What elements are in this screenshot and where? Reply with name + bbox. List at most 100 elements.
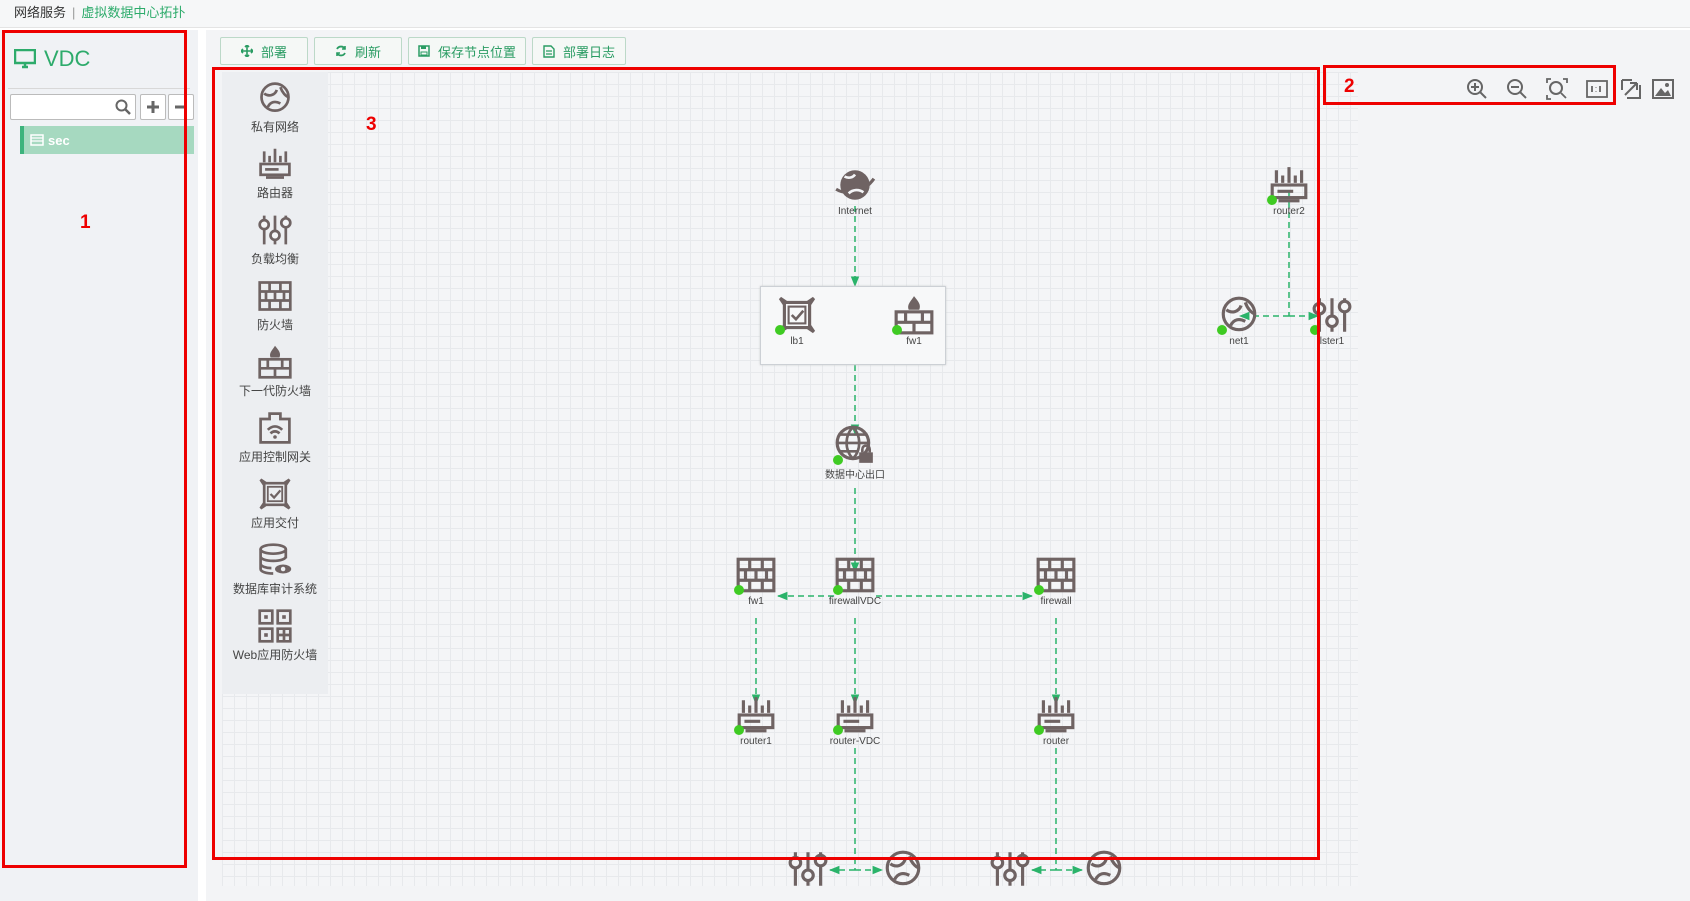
waf-icon bbox=[257, 608, 293, 644]
plus-icon bbox=[147, 101, 159, 113]
status-dot bbox=[1310, 325, 1320, 335]
breadcrumb-parent[interactable]: 网络服务 bbox=[14, 5, 67, 20]
breadcrumb-current: 虚拟数据中心拓扑 bbox=[81, 5, 186, 20]
node-fw1-group[interactable]: fw1 bbox=[874, 294, 954, 347]
tree-item-label: sec bbox=[48, 132, 70, 148]
node-dc-exit[interactable]: 数据中心出口 bbox=[815, 424, 895, 481]
annotation-number-1: 1 bbox=[80, 212, 91, 233]
palette-app-control-gateway[interactable]: 应用控制网关 bbox=[222, 410, 328, 465]
node-label: firewall bbox=[1040, 596, 1072, 607]
annotation-number-3: 3 bbox=[366, 114, 377, 135]
remove-button[interactable] bbox=[168, 94, 194, 120]
node-internet[interactable]: Internet bbox=[815, 164, 895, 217]
save-positions-label: 保存节点位置 bbox=[437, 44, 516, 60]
breadcrumb-separator: | bbox=[72, 5, 76, 20]
zoom-toolbar bbox=[1400, 68, 1682, 106]
palette-waf[interactable]: Web应用防火墙 bbox=[222, 608, 328, 663]
node-router-vdc[interactable]: router-VDC bbox=[815, 694, 895, 747]
node-label: lster1 bbox=[1319, 336, 1345, 347]
status-dot bbox=[1217, 325, 1227, 335]
fit-window-icon bbox=[1621, 79, 1641, 99]
node-lb1[interactable]: lb1 bbox=[757, 294, 837, 347]
node-firewallVDC[interactable]: firewallVDC bbox=[815, 554, 895, 607]
node-router2[interactable]: router2 bbox=[1249, 164, 1329, 217]
node-lster1[interactable]: lster1 bbox=[1292, 294, 1358, 347]
node-label: router bbox=[1042, 736, 1070, 747]
server-icon bbox=[30, 134, 44, 146]
deploy-button[interactable]: 部署 bbox=[220, 37, 308, 65]
node-net-bottom-right[interactable] bbox=[1064, 848, 1144, 886]
node-net-bottom-left[interactable] bbox=[863, 848, 943, 886]
palette-label: 负载均衡 bbox=[250, 252, 299, 266]
node-lb-bottom-right[interactable] bbox=[970, 848, 1050, 886]
tree-search-input[interactable] bbox=[11, 95, 111, 119]
search-icon[interactable] bbox=[115, 99, 131, 115]
node-firewall[interactable]: firewall bbox=[1016, 554, 1096, 607]
monitor-icon bbox=[14, 49, 36, 69]
node-net1[interactable]: net1 bbox=[1199, 294, 1279, 347]
deploy-label: 部署 bbox=[260, 44, 287, 60]
sidebar-title-text: VDC bbox=[44, 46, 91, 71]
node-label: router-VDC bbox=[829, 736, 881, 747]
refresh-icon bbox=[336, 45, 346, 57]
node-label: fw1 bbox=[748, 596, 764, 607]
annotation-number-2: 2 bbox=[1344, 76, 1355, 97]
sidebar-title: VDC bbox=[14, 46, 90, 72]
zoom-in-button[interactable] bbox=[1464, 76, 1490, 102]
export-image-button[interactable] bbox=[1650, 76, 1676, 102]
document-icon bbox=[543, 44, 555, 58]
private-network-icon bbox=[1083, 848, 1125, 886]
save-positions-button[interactable]: 保存节点位置 bbox=[408, 37, 526, 65]
firewall-icon bbox=[257, 278, 293, 314]
zoom-out-icon bbox=[1507, 79, 1527, 99]
actual-size-button[interactable] bbox=[1584, 76, 1610, 102]
save-icon bbox=[418, 45, 430, 57]
node-label: fw1 bbox=[906, 336, 922, 347]
node-palette: 私有网络 路由器 负载均衡 防火墙 下一代防火墙 应用控制网关 应用交付 数据库… bbox=[222, 72, 328, 694]
zoom-fit-icon bbox=[1546, 78, 1568, 100]
palette-router[interactable]: 路由器 bbox=[222, 146, 328, 201]
palette-label: 数据库审计系统 bbox=[232, 582, 317, 596]
load-balancer-icon bbox=[257, 212, 293, 248]
node-label: firewallVDC bbox=[828, 596, 882, 607]
status-dot bbox=[833, 585, 843, 595]
zoom-in-icon bbox=[1467, 79, 1487, 99]
app-control-gateway-icon bbox=[257, 410, 293, 446]
palette-private-network[interactable]: 私有网络 bbox=[222, 80, 328, 135]
palette-label: 防火墙 bbox=[256, 318, 293, 332]
palette-label: 私有网络 bbox=[250, 120, 299, 134]
node-lb-bottom-left[interactable] bbox=[768, 848, 848, 886]
db-audit-icon bbox=[257, 542, 293, 578]
deploy-log-button[interactable]: 部署日志 bbox=[532, 37, 626, 65]
ngfw-icon bbox=[257, 344, 293, 380]
add-button[interactable] bbox=[140, 94, 166, 120]
node-router1[interactable]: router1 bbox=[716, 694, 796, 747]
palette-db-audit[interactable]: 数据库审计系统 bbox=[222, 542, 328, 597]
palette-ngfw[interactable]: 下一代防火墙 bbox=[222, 344, 328, 399]
palette-firewall[interactable]: 防火墙 bbox=[222, 278, 328, 333]
palette-label: 路由器 bbox=[256, 186, 293, 200]
palette-load-balancer[interactable]: 负载均衡 bbox=[222, 212, 328, 267]
palette-app-delivery[interactable]: 应用交付 bbox=[222, 476, 328, 531]
refresh-button[interactable]: 刷新 bbox=[314, 37, 402, 65]
status-dot bbox=[734, 585, 744, 595]
status-dot bbox=[775, 325, 785, 335]
node-router[interactable]: router bbox=[1016, 694, 1096, 747]
load-balancer-icon bbox=[989, 848, 1031, 886]
sidebar-divider bbox=[8, 88, 190, 89]
minus-icon bbox=[175, 105, 187, 109]
zoom-out-button[interactable] bbox=[1504, 76, 1530, 102]
tree-search bbox=[10, 94, 136, 120]
sidebar: VDC sec bbox=[0, 30, 198, 901]
status-dot bbox=[1267, 195, 1277, 205]
private-network-icon bbox=[882, 848, 924, 886]
zoom-fit-button[interactable] bbox=[1544, 76, 1570, 102]
private-network-icon bbox=[257, 80, 293, 116]
tree-item-sec[interactable]: sec bbox=[20, 126, 194, 154]
app-delivery-icon bbox=[257, 476, 293, 512]
fit-window-button[interactable] bbox=[1618, 76, 1644, 102]
topology-canvas[interactable]: 私有网络 路由器 负载均衡 防火墙 下一代防火墙 应用控制网关 应用交付 数据库… bbox=[222, 72, 1358, 886]
node-fw1[interactable]: fw1 bbox=[716, 554, 796, 607]
node-label: Internet bbox=[838, 206, 872, 217]
